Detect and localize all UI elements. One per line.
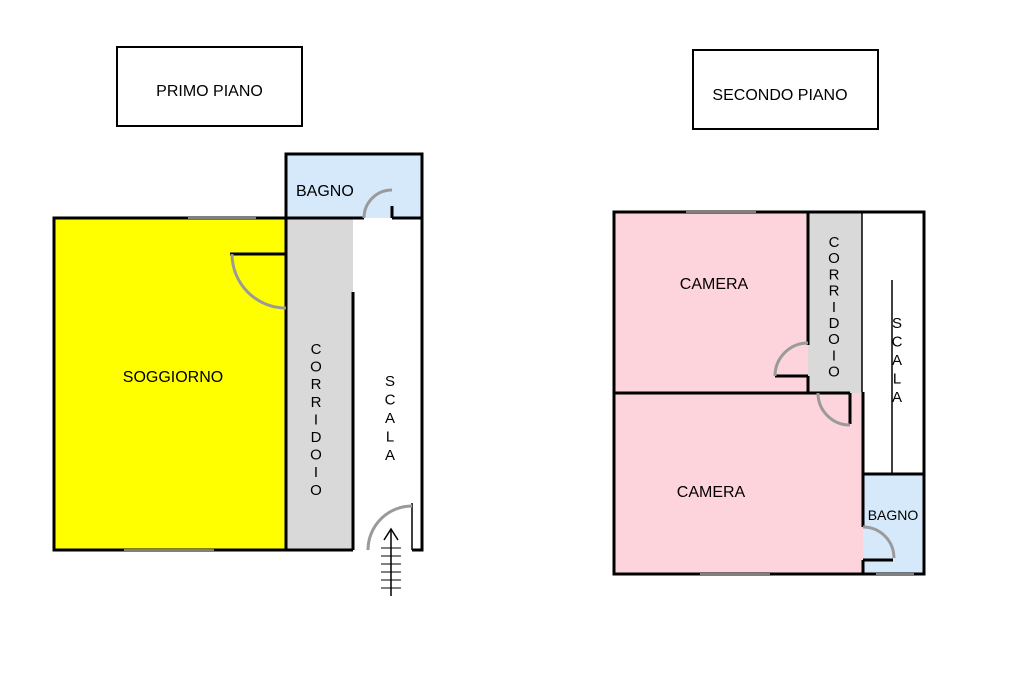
camera-bottom-room <box>614 393 863 574</box>
camera-top-label: CAMERA <box>680 276 749 293</box>
camera-top-door-swing <box>773 341 809 377</box>
soggiorno-room <box>54 218 286 550</box>
bagno-room <box>286 154 422 218</box>
secondo-piano-title: SECONDO PIANO <box>712 87 847 104</box>
entrance-arrow-icon <box>381 527 401 596</box>
bagno-door-swing <box>362 188 393 219</box>
primo-piano-title: PRIMO PIANO <box>156 83 263 100</box>
camera-bottom-door-swing <box>816 392 851 427</box>
bagno-door-swing-2 <box>862 525 896 559</box>
corridoio-room <box>286 218 353 550</box>
bagno-label: BAGNO <box>296 183 354 200</box>
entrance-door-swing <box>366 504 413 551</box>
camera-bottom-label: CAMERA <box>677 484 746 501</box>
bagno-label-2: BAGNO <box>868 507 919 523</box>
soggiorno-door-swing <box>230 253 287 310</box>
soggiorno-label: SOGGIORNO <box>123 369 223 386</box>
corridoio-room-2 <box>808 212 862 392</box>
corridoio-room-2-ext <box>808 376 863 393</box>
camera-top-room <box>614 212 808 393</box>
scala-room <box>353 218 422 550</box>
outer-walls-right <box>284 152 424 552</box>
scala-room-2 <box>862 212 924 474</box>
secondo-piano-box <box>692 49 879 130</box>
primo-piano-box <box>116 46 303 127</box>
